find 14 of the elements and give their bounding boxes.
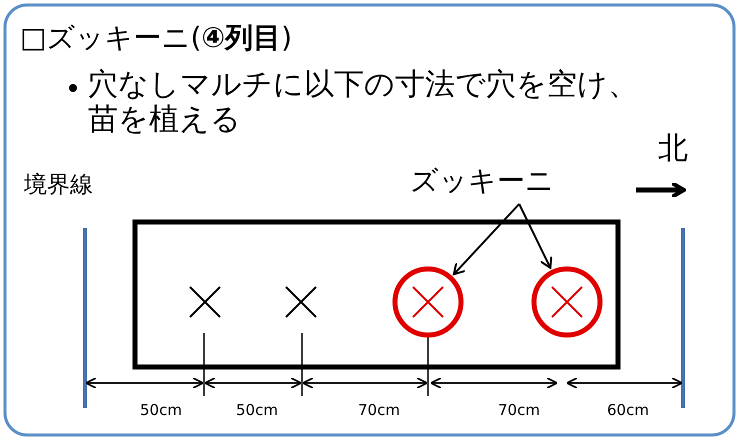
- bullet-text: 穴なしマルチに以下の寸法で穴を空け、苗を植える: [88, 68, 639, 137]
- arrow: [452, 203, 520, 276]
- plant-label: ズッキーニ: [410, 162, 550, 198]
- dimension-label: 60cm: [607, 402, 649, 420]
- dimension-label: 70cm: [498, 402, 540, 420]
- title: □ズッキーニ(④列目): [20, 22, 292, 54]
- arrow: [518, 204, 552, 269]
- dimension-label: 50cm: [140, 402, 182, 420]
- dimension-label: 70cm: [358, 402, 400, 420]
- dimension-label: 50cm: [236, 402, 278, 420]
- boundary-label: 境界線: [24, 172, 93, 198]
- direction-label: 北: [658, 132, 688, 166]
- planting-circle: [531, 266, 603, 338]
- planting-circle: [392, 266, 464, 338]
